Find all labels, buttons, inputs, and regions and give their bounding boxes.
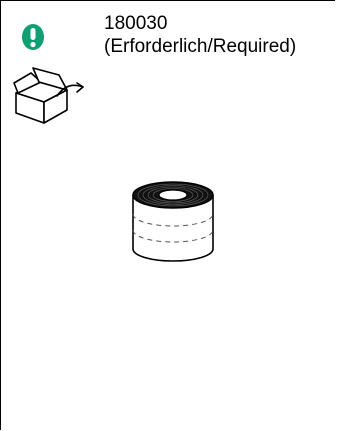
part-info: 180030 (Erforderlich/Required) <box>104 12 296 58</box>
part-number: 180030 <box>104 13 168 34</box>
exclamation-icon <box>22 24 44 50</box>
open-box-icon <box>13 67 84 124</box>
tape-roll-icon <box>132 181 214 262</box>
part-requirement-note: (Erforderlich/Required) <box>104 36 297 57</box>
